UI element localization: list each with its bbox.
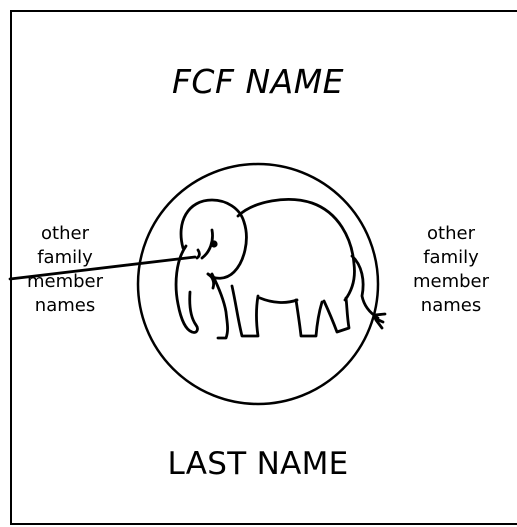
diagram-frame	[10, 10, 517, 525]
right-name-line: other	[427, 223, 475, 244]
last-name-label: LAST NAME	[167, 446, 349, 482]
left-name-line: names	[34, 295, 96, 316]
elephant-icon	[174, 198, 387, 340]
left-name-line: other	[41, 223, 89, 244]
left-name-line: member	[26, 271, 104, 292]
circle-ring	[136, 162, 380, 406]
right-name-line: family	[423, 247, 479, 268]
fcf-name-label: FCF NAME	[171, 62, 345, 101]
right-name-line: member	[412, 271, 490, 292]
right-name-line: names	[420, 295, 482, 316]
leader-line	[8, 255, 197, 281]
right-names-block: other family member names	[396, 222, 506, 318]
left-name-line: family	[37, 247, 93, 268]
left-names-block: other family member names	[10, 222, 120, 318]
